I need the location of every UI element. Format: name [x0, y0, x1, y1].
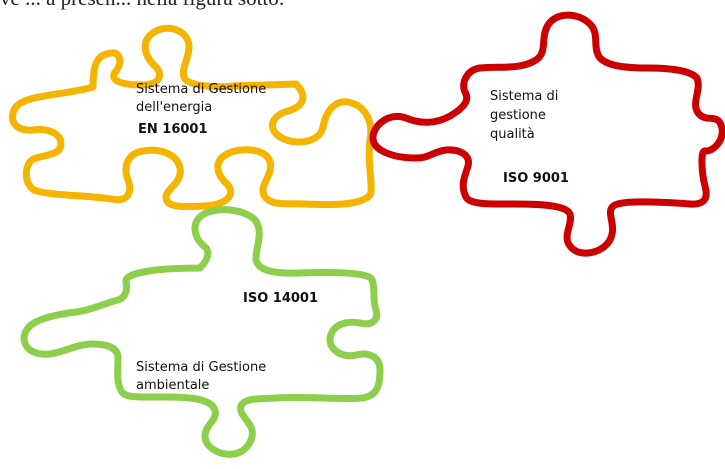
quality-title-line1: Sistema di	[490, 89, 559, 104]
environment-standard-label: ISO 14001	[243, 291, 319, 306]
cropped-header-text: ve ... a presen... nella figura sotto:	[0, 0, 725, 11]
quality-puzzle-piece	[369, 11, 725, 257]
environment-puzzle-piece	[20, 206, 384, 458]
quality-title-line3: qualità	[490, 127, 535, 142]
energy-title-line1: Sistema di Gestione	[136, 82, 267, 97]
environment-title-line2: ambientale	[136, 378, 210, 393]
energy-puzzle-piece	[9, 24, 375, 211]
energy-title-line2: dell'energia	[136, 100, 213, 115]
quality-standard-label: ISO 9001	[503, 171, 569, 186]
quality-title-line2: gestione	[490, 108, 546, 123]
energy-standard-label: EN 16001	[138, 122, 208, 137]
environment-title-line1: Sistema di Gestione	[136, 360, 267, 375]
